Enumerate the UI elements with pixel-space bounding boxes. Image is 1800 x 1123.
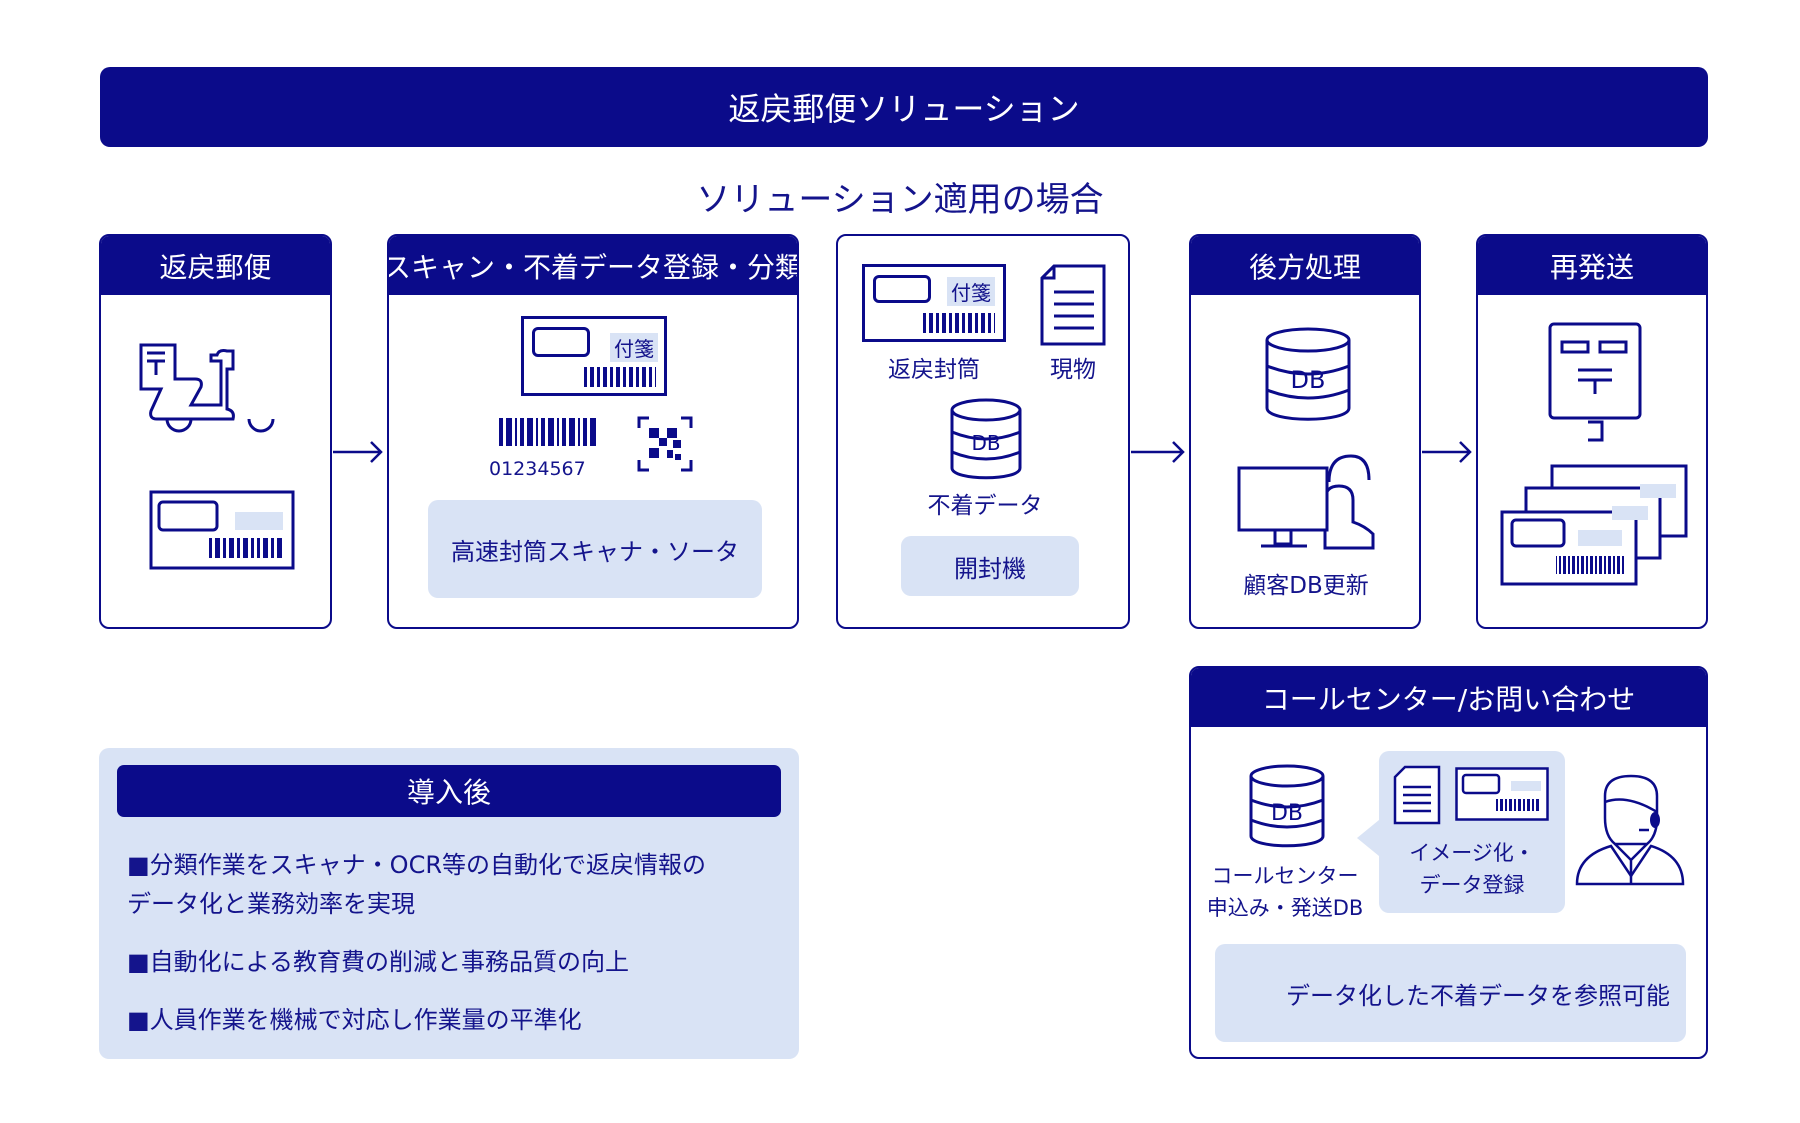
- after-bullet: ■人員作業を機械で対応し作業量の平準化: [127, 1006, 582, 1034]
- operator-headset-icon: [1575, 774, 1685, 886]
- step-title: スキャン・不着データ登録・分類: [389, 236, 797, 295]
- tag-label: 付箋: [947, 277, 995, 306]
- db-label: DB: [1291, 366, 1326, 394]
- after-bullet: ■自動化による教育費の削減と事務品質の向上: [127, 948, 629, 976]
- machine-scanner-sorter: 高速封筒スキャナ・ソータ: [428, 500, 762, 598]
- step-opening: 付箋 返戻封筒 現物 DB 不着データ 開封機: [836, 234, 1130, 629]
- reference-result: データ化した不着データを参照可能: [1215, 944, 1686, 1042]
- undelivered-data-label: 不着データ: [927, 493, 1043, 519]
- callcenter-db-label-2: 申込み・発送DB: [1206, 896, 1364, 920]
- envelope-icon: [149, 490, 295, 570]
- image-data-bubble: イメージ化・ データ登録: [1379, 751, 1565, 913]
- speech-bubble-tail: [1357, 820, 1379, 856]
- operator-at-computer-icon: [1237, 454, 1375, 550]
- delivery-scooter-icon: [139, 343, 275, 433]
- db-label: DB: [1271, 801, 1303, 826]
- customer-db-update-label: 顧客DB更新: [1243, 573, 1369, 599]
- step-returned-mail: 返戻郵便: [99, 234, 332, 629]
- database-icon: DB: [1265, 327, 1351, 421]
- after-title: 導入後: [117, 765, 781, 817]
- database-icon: DB: [950, 398, 1022, 480]
- after-bullet-cont: データ化と業務効率を実現: [127, 890, 415, 918]
- after-bullet: ■分類作業をスキャナ・OCR等の自動化で返戻情報の: [127, 851, 706, 879]
- barcode-icon: [499, 418, 599, 446]
- callcenter-panel: コールセンター/お問い合わせ DB コールセンター 申込み・発送DB イメージ化…: [1189, 666, 1708, 1059]
- envelope-label: 返戻封筒: [888, 357, 980, 383]
- bubble-label-1: イメージ化・: [1409, 841, 1535, 865]
- barcode-number: 01234567: [489, 458, 586, 480]
- callcenter-db-label-1: コールセンター: [1211, 864, 1359, 888]
- bubble-label-2: データ登録: [1419, 873, 1525, 897]
- db-label: DB: [971, 431, 1000, 455]
- step-title: 再発送: [1478, 236, 1706, 295]
- machine-opener: 開封機: [901, 536, 1079, 596]
- step-title: 返戻郵便: [101, 236, 330, 295]
- item-label: 現物: [1050, 357, 1096, 383]
- solution-banner: 返戻郵便ソリューション: [100, 67, 1708, 147]
- step-title: 後方処理: [1191, 236, 1419, 295]
- envelope-icon: [1455, 767, 1549, 821]
- qr-code-icon: [637, 416, 693, 472]
- arrow-right-icon: [1422, 441, 1472, 463]
- after-introduction-panel: 導入後 ■分類作業をスキャナ・OCR等の自動化で返戻情報の データ化と業務効率を…: [99, 748, 799, 1059]
- envelopes-stack-icon: [1500, 464, 1688, 586]
- tag-label: 付箋: [610, 333, 658, 362]
- returned-envelope-icon: 付箋: [862, 264, 1006, 342]
- envelope-with-tag: 付箋: [521, 316, 667, 396]
- step-scan-register: スキャン・不着データ登録・分類 付箋 01234567 高速封筒スキャナ・ソータ: [387, 234, 799, 629]
- document-icon: [1393, 765, 1441, 825]
- step-resend: 再発送: [1476, 234, 1708, 629]
- database-icon: DB: [1249, 764, 1325, 848]
- subtitle: ソリューション適用の場合: [696, 180, 1104, 220]
- document-icon: [1040, 264, 1106, 346]
- callcenter-title: コールセンター/お問い合わせ: [1191, 668, 1706, 727]
- step-back-office: 後方処理 DB 顧客DB更新: [1189, 234, 1421, 629]
- arrow-right-icon: [1131, 441, 1185, 463]
- mailbox-icon: [1548, 322, 1642, 442]
- arrow-right-icon: [333, 441, 383, 463]
